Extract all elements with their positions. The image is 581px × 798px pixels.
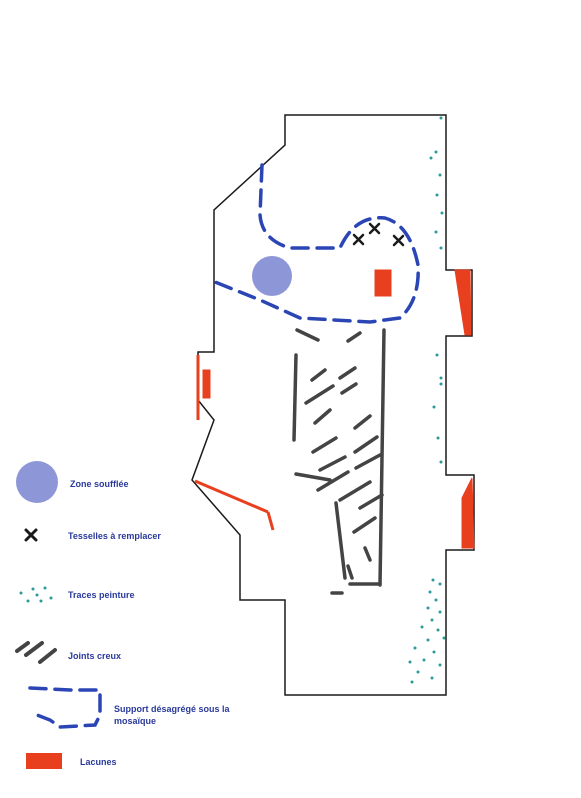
paint-dot (430, 618, 434, 622)
tesselle-cross (368, 222, 381, 235)
paint-dot (438, 663, 442, 667)
joint-line (353, 435, 379, 454)
tesselles-group (352, 222, 405, 247)
joint-line (292, 353, 298, 442)
paint-dot (413, 646, 417, 650)
support-desagrege-line (213, 163, 420, 324)
joint-line (318, 455, 347, 472)
joint-line (338, 480, 372, 502)
paint-dot (442, 636, 446, 640)
paint-dot (434, 150, 438, 154)
paint-dot (435, 193, 439, 197)
paint-dot (435, 353, 439, 357)
joints-creux-group (292, 328, 386, 595)
paint-dot (431, 578, 435, 582)
legend-cross-swatch (24, 528, 38, 542)
paint-dot (432, 650, 436, 654)
joint-line (352, 516, 377, 534)
joint-line (346, 564, 354, 580)
joint-line (378, 328, 386, 587)
paint-dot (439, 116, 443, 120)
paint-dot (426, 606, 430, 610)
legend-label-lacunes: Lacunes (80, 757, 117, 767)
lacunes-group (194, 269, 475, 549)
legend-symbols (15, 461, 102, 769)
legend-support-swatch (28, 686, 102, 729)
lacune-edge (266, 511, 275, 531)
paint-dot (439, 246, 443, 250)
paint-dot (420, 625, 424, 629)
paint-dot (440, 211, 444, 215)
tesselle-cross (392, 234, 405, 247)
paint-dot (439, 460, 443, 464)
legend-zone-swatch (16, 461, 58, 503)
joint-line (338, 366, 357, 380)
paint-dot (436, 628, 440, 632)
paint-dot (429, 156, 433, 160)
support-desagrege-group (213, 163, 420, 324)
joint-line (310, 368, 327, 382)
joint-line (295, 328, 320, 342)
traces-peinture-group (408, 116, 446, 684)
paint-dot (408, 660, 412, 664)
legend-label-support: Support désagrégé sous la mosaïque (114, 704, 230, 726)
lacune-patch (454, 269, 472, 336)
lacune-patch (374, 269, 392, 297)
legend-dots-swatch (19, 586, 53, 603)
joint-line (304, 384, 335, 405)
legend-label-tesselles: Tesselles à remplacer (68, 531, 161, 541)
legend-joints-swatch (15, 641, 57, 664)
paint-dot (422, 658, 426, 662)
joint-line (358, 493, 384, 510)
joint-line (334, 501, 347, 580)
joint-line (353, 414, 372, 430)
joint-line (311, 436, 338, 454)
paint-dot (439, 382, 443, 386)
lacune-patch (202, 369, 211, 399)
legend-label-traces: Traces peinture (68, 590, 135, 600)
paint-dot (438, 610, 442, 614)
paint-dot (430, 676, 434, 680)
lacune-edge (194, 479, 269, 514)
legend-label-joints: Joints creux (68, 651, 122, 661)
paint-dot (436, 436, 440, 440)
paint-dot (434, 598, 438, 602)
joint-line (313, 408, 332, 425)
joint-line (340, 382, 358, 395)
joint-line (363, 546, 372, 562)
paint-dot (410, 680, 414, 684)
paint-dot (434, 230, 438, 234)
paint-dot (426, 638, 430, 642)
zone-soufflee (252, 256, 292, 296)
paint-dot (438, 173, 442, 177)
paint-dot (416, 670, 420, 674)
joint-line (316, 470, 350, 492)
paint-dot (432, 405, 436, 409)
legend-label-zone: Zone soufflée (70, 479, 129, 489)
tesselle-cross (352, 233, 365, 246)
mosaic-outline (191, 114, 475, 696)
paint-dot (438, 582, 442, 586)
joint-line (294, 472, 332, 482)
legend-lacunes-swatch (26, 753, 62, 769)
joint-line (346, 331, 362, 343)
paint-dot (439, 376, 443, 380)
lacune-patch (461, 477, 475, 549)
paint-dot (428, 590, 432, 594)
joint-line (354, 453, 382, 470)
